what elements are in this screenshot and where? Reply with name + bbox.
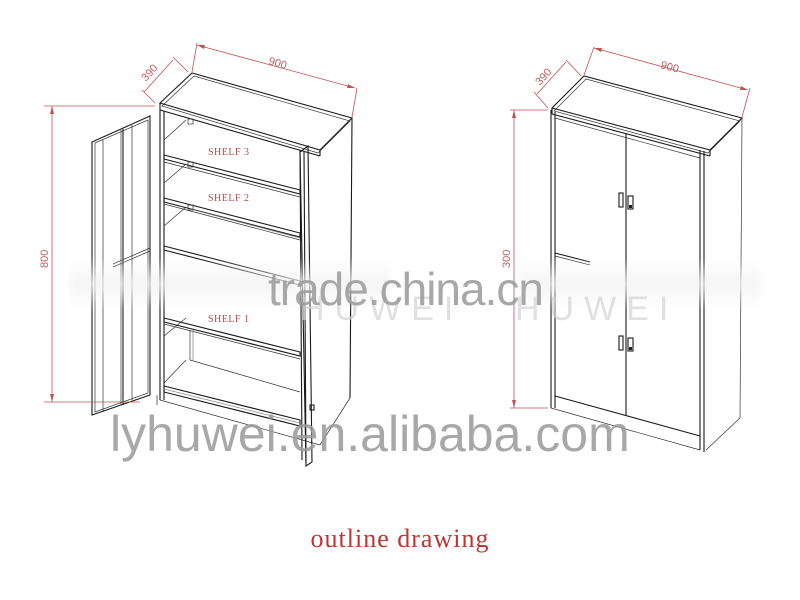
width-dimension-left: 900 [267, 55, 288, 72]
shelf-1-label: SHELF 1 [208, 314, 250, 325]
shelf-3-label: SHELF 3 [208, 147, 250, 158]
watermark-trade-china: trade.china.cn [268, 263, 544, 315]
width-dimension-right: 900 [659, 59, 680, 75]
height-dimension-left: 800 [39, 250, 51, 268]
watermark-alibaba: lyhuwei.en.alibaba.com [110, 406, 630, 462]
height-dimension-right: 300 [501, 250, 513, 268]
closed-cabinet-drawing: 900 390 300 [501, 46, 751, 452]
drawing-caption: outline drawing [310, 524, 490, 553]
shelf-2-label: SHELF 2 [208, 193, 250, 204]
depth-dimension-left: 390 [139, 62, 160, 84]
open-cabinet-drawing: SHELF 3 SHELF 2 SHELF 1 900 390 800 [39, 42, 358, 468]
depth-dimension-right: 390 [533, 66, 554, 88]
faint-watermark-right: HUWEI [515, 290, 679, 328]
watermark-blur-left [70, 258, 390, 310]
watermark-blur-right [520, 258, 760, 310]
faint-watermark-left: HUWEI [300, 290, 464, 328]
